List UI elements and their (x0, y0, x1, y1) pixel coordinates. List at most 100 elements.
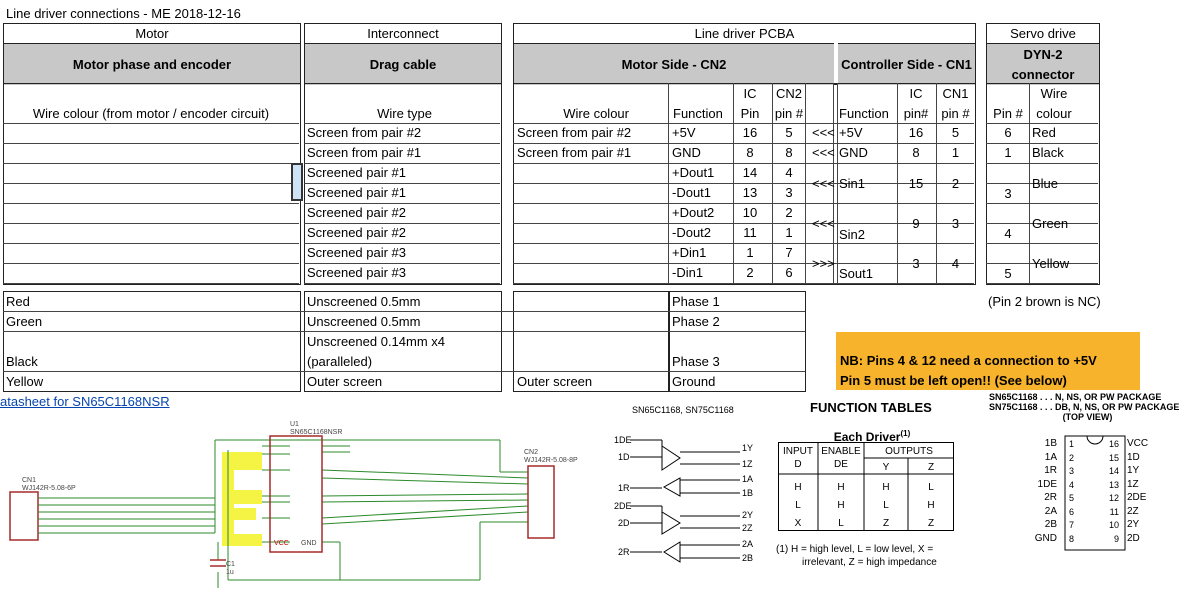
phase-3: Phase 3 (672, 354, 720, 369)
warning-line-1: NB: Pins 4 & 12 need a connection to +5V (840, 353, 1097, 368)
row-1-wire-colour: Screen from pair #2 (517, 125, 632, 140)
phase-black: Black (6, 354, 38, 369)
col-ic-b2: pin# (903, 106, 929, 121)
col-function-2: Function (839, 106, 889, 121)
logic-pin-2z: 2Z (742, 523, 753, 533)
selected-cell[interactable] (291, 163, 303, 201)
col-cn1-2: pin # (941, 106, 970, 121)
u1-label: U1 (290, 421, 299, 428)
package-right-pin-1: VCC (1127, 438, 1149, 449)
ft-r2-c4: H (927, 500, 934, 511)
motor-subhead-cell: Motor phase and encoder (4, 43, 300, 85)
row-7-wire-type: Screened pair #3 (307, 245, 407, 260)
sheet-title: Line driver connections - ME 2018-12-16 (6, 6, 241, 21)
cn2-label: CN2 (524, 449, 538, 456)
highlight-marks (222, 452, 262, 546)
footnote-marker: (1) (900, 429, 911, 438)
row-3-cn2: 4 (785, 165, 793, 180)
ic-sout1: 3 (912, 256, 920, 271)
logic-pin-2b: 2B (742, 553, 753, 563)
th-input-d: D (794, 459, 801, 470)
package-left-pin-7: 2B (1044, 519, 1057, 530)
u1-gnd: GND (301, 540, 317, 547)
row-4-func: -Dout1 (672, 185, 712, 200)
cn2-part: WJ142R-5.08-8P (524, 457, 578, 464)
pin-sout1: 5 (1004, 266, 1012, 281)
ft-r3-c3: Z (883, 518, 889, 529)
row-3-func: +Dout1 (672, 165, 715, 180)
ft-r2-c1: L (795, 500, 801, 511)
ic-sin2: 9 (912, 216, 920, 231)
col-cn1-1: CN1 (942, 86, 969, 101)
interconnect-section: Interconnect Drag cable (304, 23, 502, 85)
row-3-ic: 14 (742, 165, 758, 180)
th-input: INPUT (783, 446, 813, 457)
pin-sin2: 4 (1004, 226, 1012, 241)
ft-r1-c2: H (837, 482, 844, 493)
package-right-pin-6: 2Z (1127, 505, 1139, 517)
th-enable: ENABLE (821, 446, 861, 457)
col-pin: Pin # (993, 106, 1023, 121)
row-6-cn2: 1 (785, 225, 793, 240)
logic-title: SN65C1168, SN75C1168 (632, 405, 734, 415)
package-right-pin-2: 1D (1127, 451, 1140, 463)
colour-sin2: Green (1032, 216, 1069, 231)
logic-diagram: SN65C1168, SN75C1168 1DE 1D 1R 2DE 2D 2R… (600, 400, 770, 594)
row-8-func: -Din1 (672, 265, 704, 280)
cn1-sin1: 2 (951, 176, 960, 191)
package-line-1: SN65C1168 . . . N, NS, OR PW PACKAGE (989, 392, 1162, 402)
package-left-pin-1: 1B (1044, 438, 1057, 449)
row-2-ic: 8 (746, 145, 754, 160)
row-5-ic: 10 (742, 205, 758, 220)
func-sout1: Sout1 (839, 266, 873, 281)
logic-pin-2r: 2R (618, 547, 630, 557)
motor-side-subhead: Motor Side - CN2 (621, 57, 727, 72)
cn1-part: WJ142R-5.08-6P (22, 485, 76, 492)
dyn2-line2: connector (1011, 67, 1075, 82)
row-7-func: +Din1 (672, 245, 707, 260)
table-block-2 (513, 83, 976, 285)
phase-cable-2: Unscreened 0.5mm (307, 314, 421, 329)
c1-label: C1 (226, 561, 235, 568)
row-1-arrow: <<< (812, 125, 835, 140)
row-1-func: +5V (672, 125, 696, 140)
logic-pin-1a: 1A (742, 474, 753, 484)
each-driver-text: Each Driver (833, 430, 901, 444)
package-left-pin-5: 2R (1044, 492, 1057, 503)
phase-colour-4: Outer screen (517, 374, 593, 389)
table-block-3 (986, 83, 1100, 285)
package-line-2: SN75C1168 . . . DB, N, NS, OR PW PACKAGE (989, 402, 1180, 412)
u1-part: SN65C1168NSR (290, 429, 342, 436)
package-pin-number: 15 (1108, 452, 1119, 463)
col-wire-type: Wire type (377, 106, 432, 121)
row-4-ic: 13 (742, 185, 758, 200)
col-cn2-2: pin # (774, 106, 804, 121)
package-right-pin-4: 1Z (1127, 478, 1139, 490)
servo-section: Servo drive DYN-2 connector (986, 23, 1100, 85)
package-left-pin-3: 1R (1044, 465, 1057, 476)
logic-pin-2a: 2A (742, 539, 753, 549)
row-2-func2: GND (839, 145, 868, 160)
package-pin-number: 8 (1069, 533, 1075, 544)
logic-pin-1z: 1Z (742, 459, 753, 469)
package-left-pin-6: 2A (1044, 505, 1057, 517)
row-2-cn2: 8 (785, 145, 793, 160)
interconnect-title: Interconnect (367, 26, 439, 41)
controller-side-cell: Controller Side - CN1 (838, 43, 975, 85)
colour-sin1: Blue (1032, 176, 1059, 191)
row-7-ic: 1 (746, 245, 754, 260)
ft-r1-c3: H (882, 482, 889, 493)
logic-pin-1y: 1Y (742, 443, 753, 453)
function-table-grid: INPUT D ENABLE DE OUTPUTS Y Z H H H L L … (778, 442, 954, 531)
package-pin-number: 6 (1069, 506, 1075, 517)
datasheet-link[interactable]: atasheet for SN65C1168NSR (0, 394, 170, 409)
logic-pin-1de: 1DE (614, 435, 632, 445)
row-1-colour: Red (1032, 125, 1056, 140)
motor-section-title: Motor (135, 26, 169, 41)
arrow-sout1: >>> (812, 256, 835, 271)
package-pin-number: 16 (1108, 439, 1119, 449)
logic-pin-labels: 1DE 1D 1R 2DE 2D 2R 1Y 1Z 1A 1B 2Y 2Z 2A… (614, 435, 753, 563)
warning-note: NB: Pins 4 & 12 need a connection to +5V… (836, 332, 1140, 390)
package-pin-number: 12 (1108, 493, 1119, 503)
row-1-func2: +5V (839, 125, 863, 140)
